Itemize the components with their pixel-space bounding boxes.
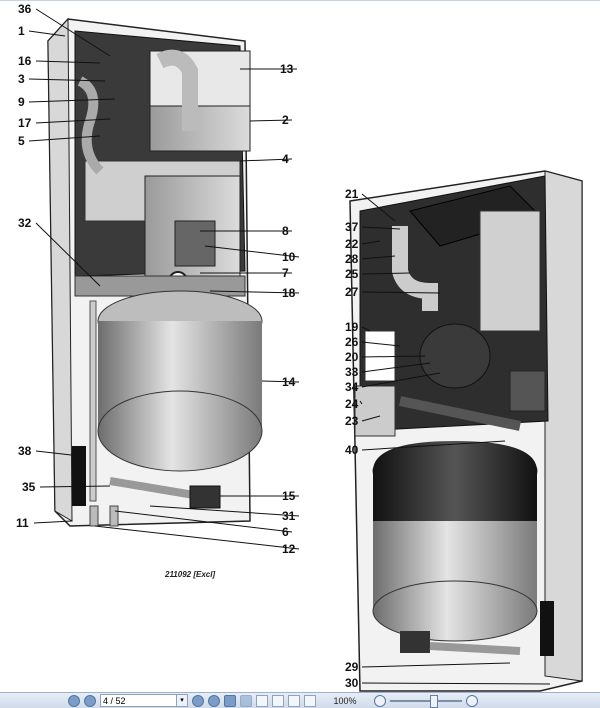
callout-label-38: 38 <box>18 444 32 458</box>
callout-label-10: 10 <box>282 250 296 264</box>
leader-line-5 <box>28 135 101 142</box>
leader-lines <box>28 8 551 685</box>
leader-line-24 <box>359 400 363 405</box>
leader-line-31 <box>149 505 300 517</box>
leader-line-19 <box>361 326 371 332</box>
page-indicator: 4 / 52 <box>103 696 126 706</box>
leader-line-25 <box>361 272 411 275</box>
leader-line-17 <box>35 118 111 124</box>
leader-line-27 <box>361 291 441 294</box>
leader-line-18 <box>209 290 300 294</box>
callout-label-14: 14 <box>282 375 296 389</box>
previous-page-icon[interactable] <box>84 694 96 707</box>
leader-line-33 <box>361 362 431 373</box>
callout-label-33: 33 <box>345 365 359 379</box>
leader-line-2 <box>249 119 293 122</box>
callout-label-35: 35 <box>22 480 36 494</box>
forward-icon[interactable] <box>240 694 252 707</box>
callout-label-34: 34 <box>345 380 359 394</box>
pdf-viewer-toolbar: 4 / 52 ▾ 100% <box>0 692 600 708</box>
callout-label-37: 37 <box>345 220 359 234</box>
callout-label-7: 7 <box>282 266 289 280</box>
callout-label-31: 31 <box>282 509 296 523</box>
single-page-view-icon[interactable] <box>256 694 268 707</box>
figure-caption: 211092 [Excl] <box>165 570 216 579</box>
boiler-cutaway-diagram <box>28 8 583 692</box>
leader-line-32 <box>35 222 101 287</box>
zoom-in-icon[interactable] <box>466 694 478 707</box>
callout-label-16: 16 <box>18 54 32 68</box>
callout-label-8: 8 <box>282 224 289 238</box>
leader-line-9 <box>28 98 116 103</box>
callout-label-36: 36 <box>18 2 32 16</box>
callout-label-17: 17 <box>18 116 32 130</box>
last-page-icon[interactable] <box>208 694 220 707</box>
leader-line-28 <box>361 255 396 260</box>
leader-line-22 <box>361 240 381 245</box>
callout-label-12: 12 <box>282 542 296 556</box>
back-icon[interactable] <box>224 694 236 707</box>
leader-line-10 <box>204 245 300 258</box>
leader-line-4 <box>239 158 293 162</box>
leader-line-11 <box>33 520 73 524</box>
first-page-icon[interactable] <box>68 694 80 707</box>
callout-label-27: 27 <box>345 285 359 299</box>
callout-label-25: 25 <box>345 267 359 281</box>
leader-line-38 <box>35 450 81 457</box>
callout-label-15: 15 <box>282 489 296 503</box>
callout-label-11: 11 <box>16 516 29 530</box>
callout-label-20: 20 <box>345 350 359 364</box>
callout-label-24: 24 <box>345 397 359 411</box>
leader-line-29 <box>361 662 511 668</box>
callout-label-6: 6 <box>282 525 289 539</box>
zoom-slider-thumb[interactable] <box>429 694 438 708</box>
left-boiler-unit <box>47 17 263 527</box>
callout-label-28: 28 <box>345 252 359 266</box>
callout-label-5: 5 <box>18 134 25 148</box>
leader-line-12 <box>94 525 300 550</box>
leader-line-23 <box>361 415 381 422</box>
callout-label-23: 23 <box>345 414 359 428</box>
callout-label-32: 32 <box>18 216 32 230</box>
callout-label-22: 22 <box>345 237 359 251</box>
callout-label-13: 13 <box>280 62 294 76</box>
zoom-out-icon[interactable] <box>374 694 386 707</box>
leader-line-34 <box>361 372 441 388</box>
leader-line-37 <box>361 226 401 230</box>
leader-line-21 <box>361 193 396 222</box>
leader-line-16 <box>35 60 101 64</box>
callout-label-19: 19 <box>345 320 359 334</box>
continuous-view-icon[interactable] <box>272 694 284 707</box>
right-boiler-unit <box>349 170 583 692</box>
fit-width-icon[interactable] <box>304 694 316 707</box>
leader-line-30 <box>361 682 551 685</box>
leader-line-40 <box>361 440 506 451</box>
zoom-slider[interactable] <box>390 694 462 708</box>
leader-line-26 <box>361 341 401 347</box>
callout-label-29: 29 <box>345 660 359 674</box>
leader-line-14 <box>261 380 300 383</box>
chevron-down-icon[interactable]: ▾ <box>176 695 187 706</box>
leader-line-20 <box>361 355 426 358</box>
next-page-icon[interactable] <box>192 694 204 707</box>
leader-line-36 <box>35 8 111 57</box>
callout-label-21: 21 <box>345 187 359 201</box>
callout-label-1: 1 <box>18 24 25 38</box>
leader-line-1 <box>28 30 66 37</box>
facing-view-icon[interactable] <box>288 694 300 707</box>
callout-label-30: 30 <box>345 676 359 690</box>
callout-label-18: 18 <box>282 286 296 300</box>
callout-label-3: 3 <box>18 72 25 86</box>
zoom-level[interactable]: 100% <box>333 695 357 706</box>
callout-label-9: 9 <box>18 95 25 109</box>
page-number-input[interactable]: 4 / 52 ▾ <box>100 694 188 707</box>
callout-label-40: 40 <box>345 443 359 457</box>
leader-line-3 <box>28 78 106 82</box>
callout-label-4: 4 <box>282 152 289 166</box>
leader-line-6 <box>114 510 293 533</box>
leader-line-35 <box>39 485 111 488</box>
callout-label-26: 26 <box>345 335 359 349</box>
callout-label-2: 2 <box>282 113 289 127</box>
